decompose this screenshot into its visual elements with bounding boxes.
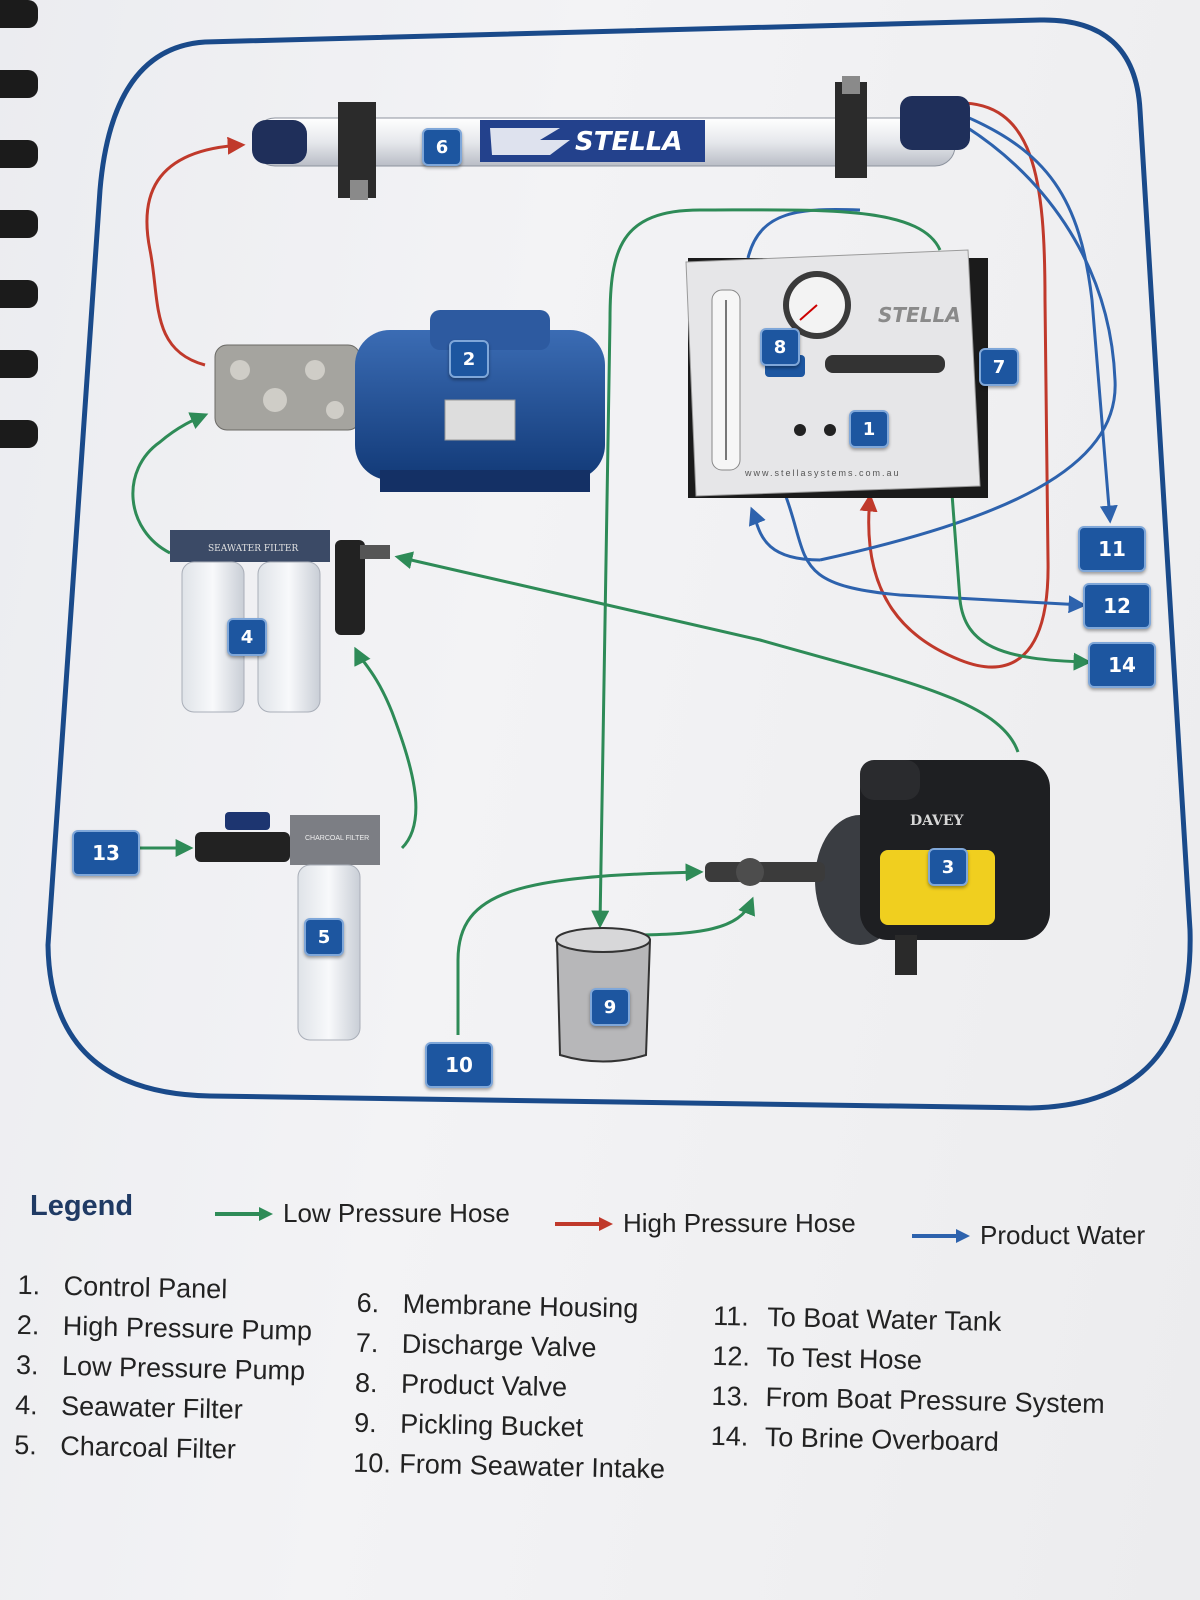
legend-title: Legend [30,1190,134,1222]
part-item: 4.Seawater Filter [14,1389,244,1425]
lp-hose-bucket-to-pump3 [624,896,755,937]
badge-14: 14 [1088,642,1156,688]
part-item: 6.Membrane Housing [356,1287,639,1324]
lp-hose-panel-to-bucket [591,208,942,929]
badge-11: 11 [1078,526,1146,572]
hp-hose-membrane-to-brine [859,101,1050,669]
legend-product-water-label: Product Water [980,1220,1146,1250]
lp-hose-filter-to-pump2 [131,412,209,555]
pw-hose-membrane-to-11 [954,110,1118,524]
membrane-housing: STELLA [252,76,970,200]
legend-product-water: Product Water [912,1220,1145,1251]
part-item: 14.To Brine Overboard [710,1420,1000,1457]
pw-hose-panel-return [748,506,821,562]
binding-rings [0,0,46,460]
badge-8: 8 [760,328,800,366]
control-panel: STELLA www.stellasystems.com.au [685,249,988,498]
legend-high-pressure-label: High Pressure Hose [623,1208,856,1238]
panel-url: www.stellasystems.com.au [744,468,901,478]
badge-9: 9 [590,988,630,1026]
charcoal-filter: CHARCOAL FILTER [195,812,380,1041]
lp-hose-charcoal-to-seawater [354,646,418,850]
low-pressure-pump: DAVEY [705,760,1050,975]
pw-hose-panel-top [746,208,861,259]
legend-high-pressure: High Pressure Hose [555,1208,856,1239]
badge-7: 7 [979,348,1019,386]
blue-arrow-icon [912,1228,970,1243]
membrane-logo: STELLA [575,127,682,157]
badge-2: 2 [449,340,489,378]
parts-list-col-2: 6.Membrane Housing 7.Discharge Valve 8.P… [353,1283,669,1489]
part-item: 3.Low Pressure Pump [15,1349,306,1386]
seawater-filter: SEAWATER FILTER [170,530,390,713]
diagram-frame [45,17,1193,1111]
part-item: 7.Discharge Valve [355,1327,597,1363]
pw-hose-panel-to-12 [783,493,1087,614]
parts-list-col-1: 1.Control Panel 2.High Pressure Pump 3.L… [14,1265,313,1471]
high-pressure-pump [214,310,605,492]
pw-hose-membrane-to-panel [819,118,1117,562]
part-item: 10.From Seawater Intake [353,1447,666,1485]
panel-logo: STELLA [878,303,961,327]
hp-hose-pump-to-membrane [145,136,246,367]
part-item: 5.Charcoal Filter [14,1429,237,1465]
part-item: 2.High Pressure Pump [16,1309,313,1347]
lp-hose-panel-to-14 [950,493,1092,671]
low-pump-brand: DAVEY [910,813,965,829]
part-item: 9.Pickling Bucket [353,1407,584,1443]
part-item: 8.Product Valve [354,1367,568,1403]
badge-10: 10 [425,1042,493,1088]
badge-12: 12 [1083,583,1151,629]
badge-4: 4 [227,618,267,656]
lp-hose-intake-to-pump3 [456,863,704,1035]
lp-hose-pump3-to-filter [394,551,1020,753]
parts-list-col-3: 11.To Boat Water Tank 12.To Test Hose 13… [710,1296,1106,1464]
badge-3: 3 [928,848,968,886]
badge-13: 13 [72,830,140,876]
seawater-filter-label: SEAWATER FILTER [208,544,299,554]
part-item: 1.Control Panel [17,1269,228,1305]
red-arrow-icon [555,1216,613,1231]
charcoal-filter-label: CHARCOAL FILTER [305,835,369,842]
green-arrow-icon [215,1206,273,1221]
legend-low-pressure: Low Pressure Hose [215,1198,510,1229]
system-diagram: STELLA STELLA www.stellasystems.com.au S… [45,17,1193,1111]
badge-6: 6 [422,128,462,166]
badge-1: 1 [849,410,889,448]
badge-5: 5 [304,918,344,956]
legend-low-pressure-label: Low Pressure Hose [283,1198,510,1228]
